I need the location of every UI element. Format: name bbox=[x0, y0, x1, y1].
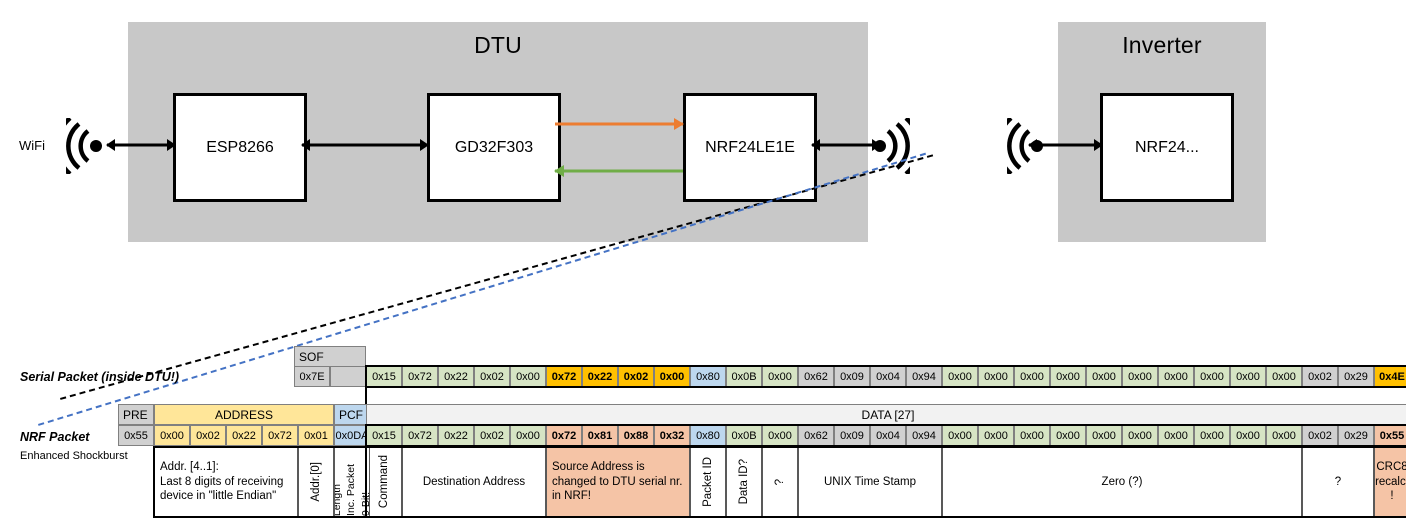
nrf-address-header: ADDRESS bbox=[154, 404, 334, 425]
serial-packet-label: Serial Packet (inside DTU!) bbox=[20, 370, 180, 384]
serial-byte-6: 0x22 bbox=[582, 366, 618, 387]
nrf-data-byte-17: 0x00 bbox=[978, 425, 1014, 446]
nrf-pre-header: PRE bbox=[118, 404, 154, 425]
nrf-address-byte-1: 0x02 bbox=[190, 425, 226, 446]
nrf-packet-sublabel: Enhanced Shockburst bbox=[20, 450, 128, 462]
chip-esp8266: ESP8266 bbox=[173, 93, 307, 202]
nrf-data-byte-24: 0x00 bbox=[1230, 425, 1266, 446]
serial-sof-pad bbox=[330, 366, 366, 387]
dtu-title: DTU bbox=[474, 32, 522, 58]
nrf-pre-value: 0x55 bbox=[118, 425, 154, 446]
nrf-data-byte-3: 0x02 bbox=[474, 425, 510, 446]
wifi-label: WiFi bbox=[19, 138, 45, 153]
nrf-data-outline bbox=[365, 424, 1406, 447]
serial-payload-outline bbox=[365, 365, 1406, 388]
chip-nrf24le1e-label: NRF24LE1E bbox=[705, 138, 795, 156]
nrf-data-header: DATA [27] bbox=[366, 404, 1406, 425]
nrf-address-byte-0: 0x00 bbox=[154, 425, 190, 446]
nrf-pcf-value: 0x0DA bbox=[334, 425, 370, 446]
desc-sep-data-start bbox=[365, 447, 367, 517]
nrf-data-byte-12: 0x62 bbox=[798, 425, 834, 446]
nrf-data-byte-9: 0x80 bbox=[690, 425, 726, 446]
nrf-address-byte-2: 0x22 bbox=[226, 425, 262, 446]
serial-byte-20: 0x00 bbox=[1086, 366, 1122, 387]
nrf-data-byte-26: 0x02 bbox=[1302, 425, 1338, 446]
nrf-packet-label: NRF Packet bbox=[20, 430, 90, 444]
nrf-address-byte-4: 0x01 bbox=[298, 425, 334, 446]
nrf-address-byte-3: 0x72 bbox=[262, 425, 298, 446]
serial-byte-26: 0x02 bbox=[1302, 366, 1338, 387]
serial-byte-0: 0x15 bbox=[366, 366, 402, 387]
nrf-pcf-header: PCF bbox=[334, 404, 370, 425]
chip-esp8266-label: ESP8266 bbox=[206, 138, 274, 156]
serial-sof-value: 0x7E bbox=[294, 366, 330, 387]
chip-nrf24: NRF24... bbox=[1100, 93, 1234, 202]
chip-gd32f303: GD32F303 bbox=[427, 93, 561, 202]
serial-byte-1: 0x72 bbox=[402, 366, 438, 387]
tie-line-left bbox=[365, 366, 367, 404]
nrf-data-byte-2: 0x22 bbox=[438, 425, 474, 446]
serial-sof-header: SOF bbox=[294, 346, 366, 367]
desc-row-outline bbox=[153, 446, 1406, 518]
chip-nrf24le1e: NRF24LE1E bbox=[683, 93, 817, 202]
nrf-data-byte-11: 0x00 bbox=[762, 425, 798, 446]
chip-nrf24-label: NRF24... bbox=[1134, 138, 1199, 156]
chip-gd32f303-label: GD32F303 bbox=[454, 138, 534, 156]
serial-byte-27: 0x29 bbox=[1338, 366, 1374, 387]
inverter-title: Inverter bbox=[1122, 32, 1202, 58]
